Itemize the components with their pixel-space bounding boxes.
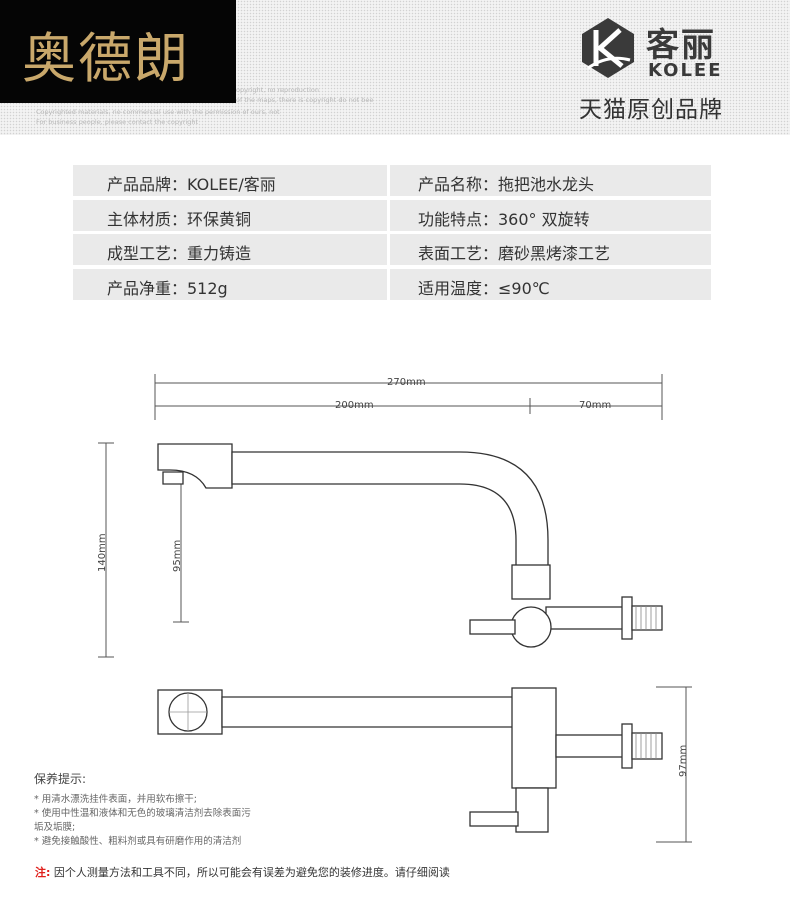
dim-label-depth: 97mm xyxy=(678,744,689,777)
care-tips: 保养提示: * 用清水漂洗挂件表面，并用软布擦干; * 使用中性温和液体和无色的… xyxy=(34,770,454,849)
logo-cn-text: 客丽 xyxy=(646,25,716,64)
care-item: * 用清水漂洗挂件表面，并用软布擦干; xyxy=(34,794,197,805)
spec-row: 产品净重：512g 适用温度：≤90℃ xyxy=(73,268,711,300)
spec-cell: 主体材质：环保黄铜 xyxy=(73,199,387,231)
tagline: 天猫原创品牌 xyxy=(579,97,723,123)
spec-cell: 表面工艺：磨砂黑烤漆工艺 xyxy=(390,234,711,265)
spec-table: 产品品牌：KOLEE/客丽 产品名称：拖把池水龙头 主体材质：环保黄铜 功能特点… xyxy=(73,165,711,303)
care-title: 保养提示: xyxy=(34,772,87,786)
faucet-side-view xyxy=(157,443,663,648)
spec-product-name: 产品名称：拖把池水龙头 xyxy=(418,175,595,194)
dim-label-base: 70mm xyxy=(579,400,612,411)
logo-en-text: KOLEE xyxy=(648,60,723,81)
spec-cell: 适用温度：≤90℃ xyxy=(390,268,711,300)
faucet-top-view xyxy=(157,687,663,833)
spec-cell: 产品净重：512g xyxy=(73,268,387,300)
brand-name: 奥德朗 xyxy=(22,27,190,90)
dim-label-height: 140mm xyxy=(97,533,108,572)
spec-surface: 表面工艺：磨砂黑烤漆工艺 xyxy=(418,244,611,263)
spec-forming: 成型工艺：重力铸造 xyxy=(107,244,252,263)
brand-block: 奥德朗 xyxy=(0,0,236,103)
spec-cell: 产品品牌：KOLEE/客丽 xyxy=(73,165,387,196)
measurement-note: 注: 因个人测量方法和工具不同，所以可能会有误差为避免您的装修进度。请仔细阅读 xyxy=(35,864,450,880)
faucet-drawing-svg xyxy=(98,374,692,843)
spec-temperature: 适用温度：≤90℃ xyxy=(418,278,550,298)
care-item: 垢及垢膜; xyxy=(34,822,76,833)
spec-row: 成型工艺：重力铸造 表面工艺：磨砂黑烤漆工艺 xyxy=(73,234,711,265)
faint-copyright-3: Copyrighted materials, no commercial use… xyxy=(36,108,280,116)
note-label: 注: xyxy=(35,866,51,879)
kolee-logo: 客丽 KOLEE xyxy=(578,16,758,81)
note-text: 因个人测量方法和工具不同，所以可能会有误差为避免您的装修进度。请仔细阅读 xyxy=(53,866,450,879)
spec-row: 主体材质：环保黄铜 功能特点：360° 双旋转 xyxy=(73,199,711,231)
dim-label-spout: 200mm xyxy=(335,400,374,411)
faint-copyright-1: opyright, no reproduction xyxy=(236,86,319,94)
spec-weight: 产品净重：512g xyxy=(107,278,228,298)
faucet-dimension-drawing: 270mm 200mm 70mm 140mm 95mm 97mm xyxy=(0,340,790,860)
header-banner: 奥德朗 opyright, no reproduction of the map… xyxy=(0,0,790,135)
spec-brand: 产品品牌：KOLEE/客丽 xyxy=(107,175,276,194)
dim-label-drop: 95mm xyxy=(172,539,183,572)
care-item: * 使用中性温和液体和无色的玻璃清洁剂去除表面污 xyxy=(34,808,251,819)
faint-copyright-4: For business people, please contact the … xyxy=(36,118,199,126)
dim-label-total: 270mm xyxy=(387,377,426,388)
kolee-logo-icon xyxy=(582,18,634,78)
spec-feature: 功能特点：360° 双旋转 xyxy=(418,209,590,229)
care-item: * 避免接触酸性、粗料剂或具有研磨作用的清洁剂 xyxy=(34,836,242,847)
spec-cell: 成型工艺：重力铸造 xyxy=(73,234,387,265)
spec-cell: 产品名称：拖把池水龙头 xyxy=(390,165,711,196)
faint-copyright-2: of the maps, there is copyright do not b… xyxy=(236,96,374,104)
spec-material: 主体材质：环保黄铜 xyxy=(107,209,252,229)
spec-row: 产品品牌：KOLEE/客丽 产品名称：拖把池水龙头 xyxy=(73,165,711,196)
spec-cell: 功能特点：360° 双旋转 xyxy=(390,199,711,231)
